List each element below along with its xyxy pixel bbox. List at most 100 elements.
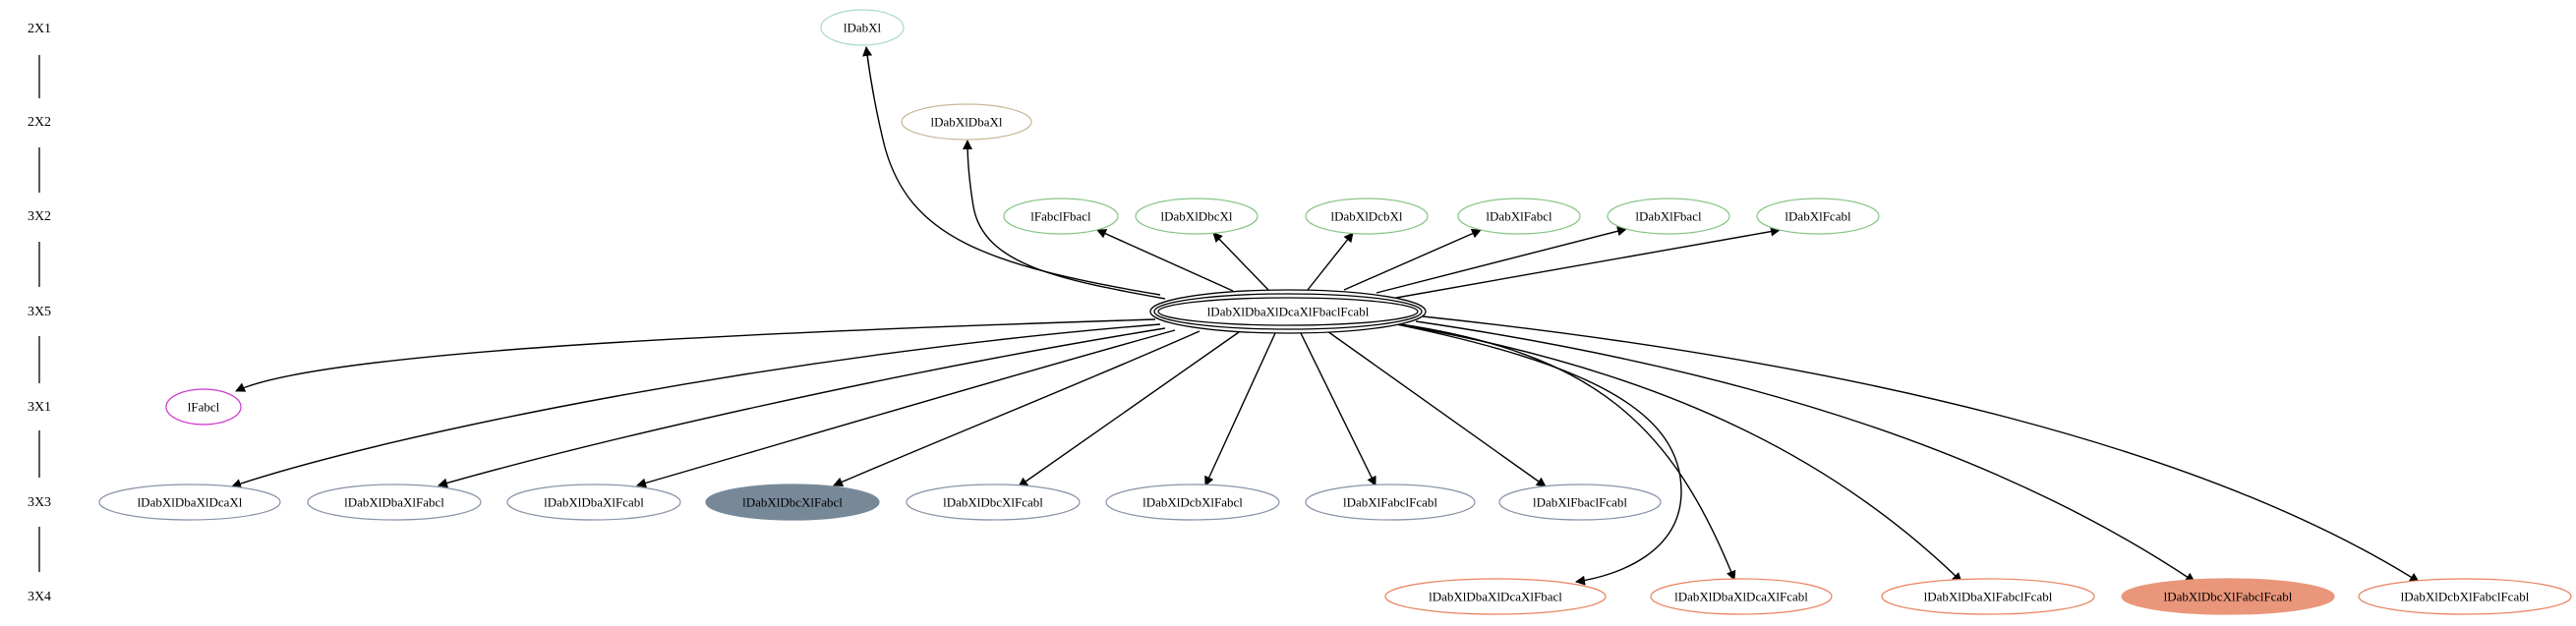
node-label: lDabXlFbaclFcabl (1533, 495, 1627, 510)
graph-node[interactable]: lFabcl (165, 388, 242, 426)
edge-arrow (963, 140, 1166, 300)
node-ellipse (1135, 198, 1259, 235)
graph-node[interactable]: lDabXlDbaXlDcaXlFcabl (1650, 578, 1833, 615)
node-label: lDabXlDbaXlDcaXl (138, 495, 243, 510)
node-ellipse (1650, 578, 1833, 615)
node-ellipse (705, 484, 880, 521)
node-ellipse (1607, 198, 1730, 235)
node-ellipse (1881, 578, 2095, 615)
edge-arrow (1307, 232, 1354, 291)
edge-arrow (1376, 226, 1627, 294)
edge-arrow (1204, 332, 1276, 486)
edge-arrow (1415, 320, 2195, 583)
rank-label: 2X2 (28, 115, 51, 130)
graph-node[interactable]: lDabXlFbacl (1607, 198, 1730, 235)
node-label: lDabXlDbaXlDcaXlFcabl (1674, 590, 1808, 604)
rank-label: 3X4 (28, 590, 51, 604)
edge-arrow (1096, 229, 1234, 292)
rank-legend: 2X1 2X2 3X2 3X5 3X1 3X3 3X4 (28, 22, 51, 604)
edge-arrow (235, 318, 1156, 392)
rank-label: 2X1 (28, 22, 51, 36)
node-ellipse (1756, 198, 1880, 235)
node-ellipse (1305, 484, 1476, 521)
node-label: lDabXlDcbXlFabcl (1142, 495, 1243, 510)
edge-arrow (1212, 232, 1269, 291)
node-label: lDabXlDbaXlFabcl (344, 495, 444, 510)
graph-node[interactable]: lDabXlDbaXl (901, 103, 1032, 141)
node-ellipse (901, 103, 1032, 141)
node-ellipse (1498, 484, 1662, 521)
node-label: lDabXlFcabl (1785, 209, 1851, 224)
edge-arrow (1326, 330, 1547, 487)
node-label: lDabXlDcbXl (1331, 209, 1403, 224)
node-label: lDabXl (844, 21, 882, 35)
edge-arrow (833, 330, 1200, 487)
node-label: lDabXlDcbXlFabclFcabl (2401, 590, 2530, 604)
graph-node[interactable]: lDabXlFabcl (1457, 198, 1581, 235)
rank-label: 3X2 (28, 209, 51, 224)
node-ellipse (1003, 198, 1119, 235)
rank-label: 3X3 (28, 495, 51, 510)
graph-node[interactable]: lDabXlDcbXlFabcl (1105, 484, 1280, 521)
node-label: lFabcl (188, 400, 220, 415)
edge-arrow (438, 327, 1166, 488)
node-label: lDabXlDbcXl (1161, 209, 1233, 224)
node-ellipse (1157, 297, 1419, 326)
node-label: lDabXlDbcXlFabcl (742, 495, 843, 510)
node-label: lDabXlDbcXlFcabl (943, 495, 1043, 510)
node-ellipse (1105, 484, 1280, 521)
node-label: lFabclFbacl (1030, 209, 1091, 224)
graph-node[interactable]: lDabXlFcabl (1756, 198, 1880, 235)
graph-node[interactable]: lDabXlDbaXlFabclFcabl (1881, 578, 2095, 615)
edge-arrow (1343, 229, 1482, 291)
graph-node[interactable]: lDabXlDbaXlDcaXlFbacl (1384, 578, 1607, 615)
node-ellipse (1149, 289, 1427, 334)
rank-label: 3X1 (28, 400, 51, 415)
graph-node[interactable]: lDabXlDbcXl (1135, 198, 1259, 235)
node-label: lDabXlDbaXlFabclFcabl (1924, 590, 2053, 604)
node-ellipse (906, 484, 1081, 521)
graph-node[interactable]: lDabXlFabclFcabl (1305, 484, 1476, 521)
edge-arrow (636, 329, 1176, 488)
node-ellipse (1305, 198, 1429, 235)
edge-arrow (1395, 226, 1781, 299)
node-ellipse (1384, 578, 1607, 615)
node-ellipse (820, 9, 905, 46)
node-label: lDabXlDbaXlFcabl (544, 495, 644, 510)
graph-node[interactable]: lDabXlDbcXlFabclFcabl (2121, 578, 2335, 615)
edge-arrow (1422, 315, 2420, 583)
graph-node[interactable]: lDabXlDcbXl (1305, 198, 1429, 235)
graph-node[interactable]: lDabXlDbaXlDcaXlFbaclFcabl (1149, 289, 1427, 334)
edge-arrow (1407, 325, 1962, 583)
edge-layer (231, 46, 2420, 586)
node-ellipse (1457, 198, 1581, 235)
graph-node[interactable]: lDabXlDbcXlFabcl (705, 484, 880, 521)
node-label: lDabXlDbaXl (931, 115, 1003, 130)
node-ellipse (165, 388, 242, 426)
node-ellipse (2121, 578, 2335, 615)
edge-arrow (1018, 331, 1240, 487)
graph-node[interactable]: lFabclFbacl (1003, 198, 1119, 235)
node-label: lDabXlFbacl (1635, 209, 1702, 224)
rank-label: 3X5 (28, 305, 51, 319)
graph-node[interactable]: lDabXlDbaXlFcabl (506, 484, 681, 521)
graph-node[interactable]: lDabXlDcbXlFabclFcabl (2358, 578, 2572, 615)
node-label: lDabXlDbaXlDcaXlFbaclFcabl (1207, 305, 1370, 319)
node-ellipse (506, 484, 681, 521)
graph-node[interactable]: lDabXlFbaclFcabl (1498, 484, 1662, 521)
graph-node[interactable]: lDabXlDbcXlFcabl (906, 484, 1081, 521)
node-ellipse (98, 484, 281, 521)
graph-node[interactable]: lDabXlDbaXlFabcl (307, 484, 482, 521)
node-ellipse (2358, 578, 2572, 615)
node-ellipse (307, 484, 482, 521)
node-label: lDabXlDbaXlDcaXlFbacl (1429, 590, 1562, 604)
graph-node[interactable]: lDabXl (820, 9, 905, 46)
graph-node[interactable]: lDabXlDbaXlDcaXl (98, 484, 281, 521)
node-label: lDabXlFabcl (1486, 209, 1552, 224)
node-layer: lDabXl lDabXlDbaXl lFabclFbacl lDabXlDbcXl l… (98, 9, 2572, 615)
edge-arrow (1300, 332, 1376, 486)
node-ellipse (1153, 293, 1423, 330)
edge-arrow (231, 323, 1161, 488)
node-label: lDabXlDbcXlFabclFcabl (2164, 590, 2293, 604)
